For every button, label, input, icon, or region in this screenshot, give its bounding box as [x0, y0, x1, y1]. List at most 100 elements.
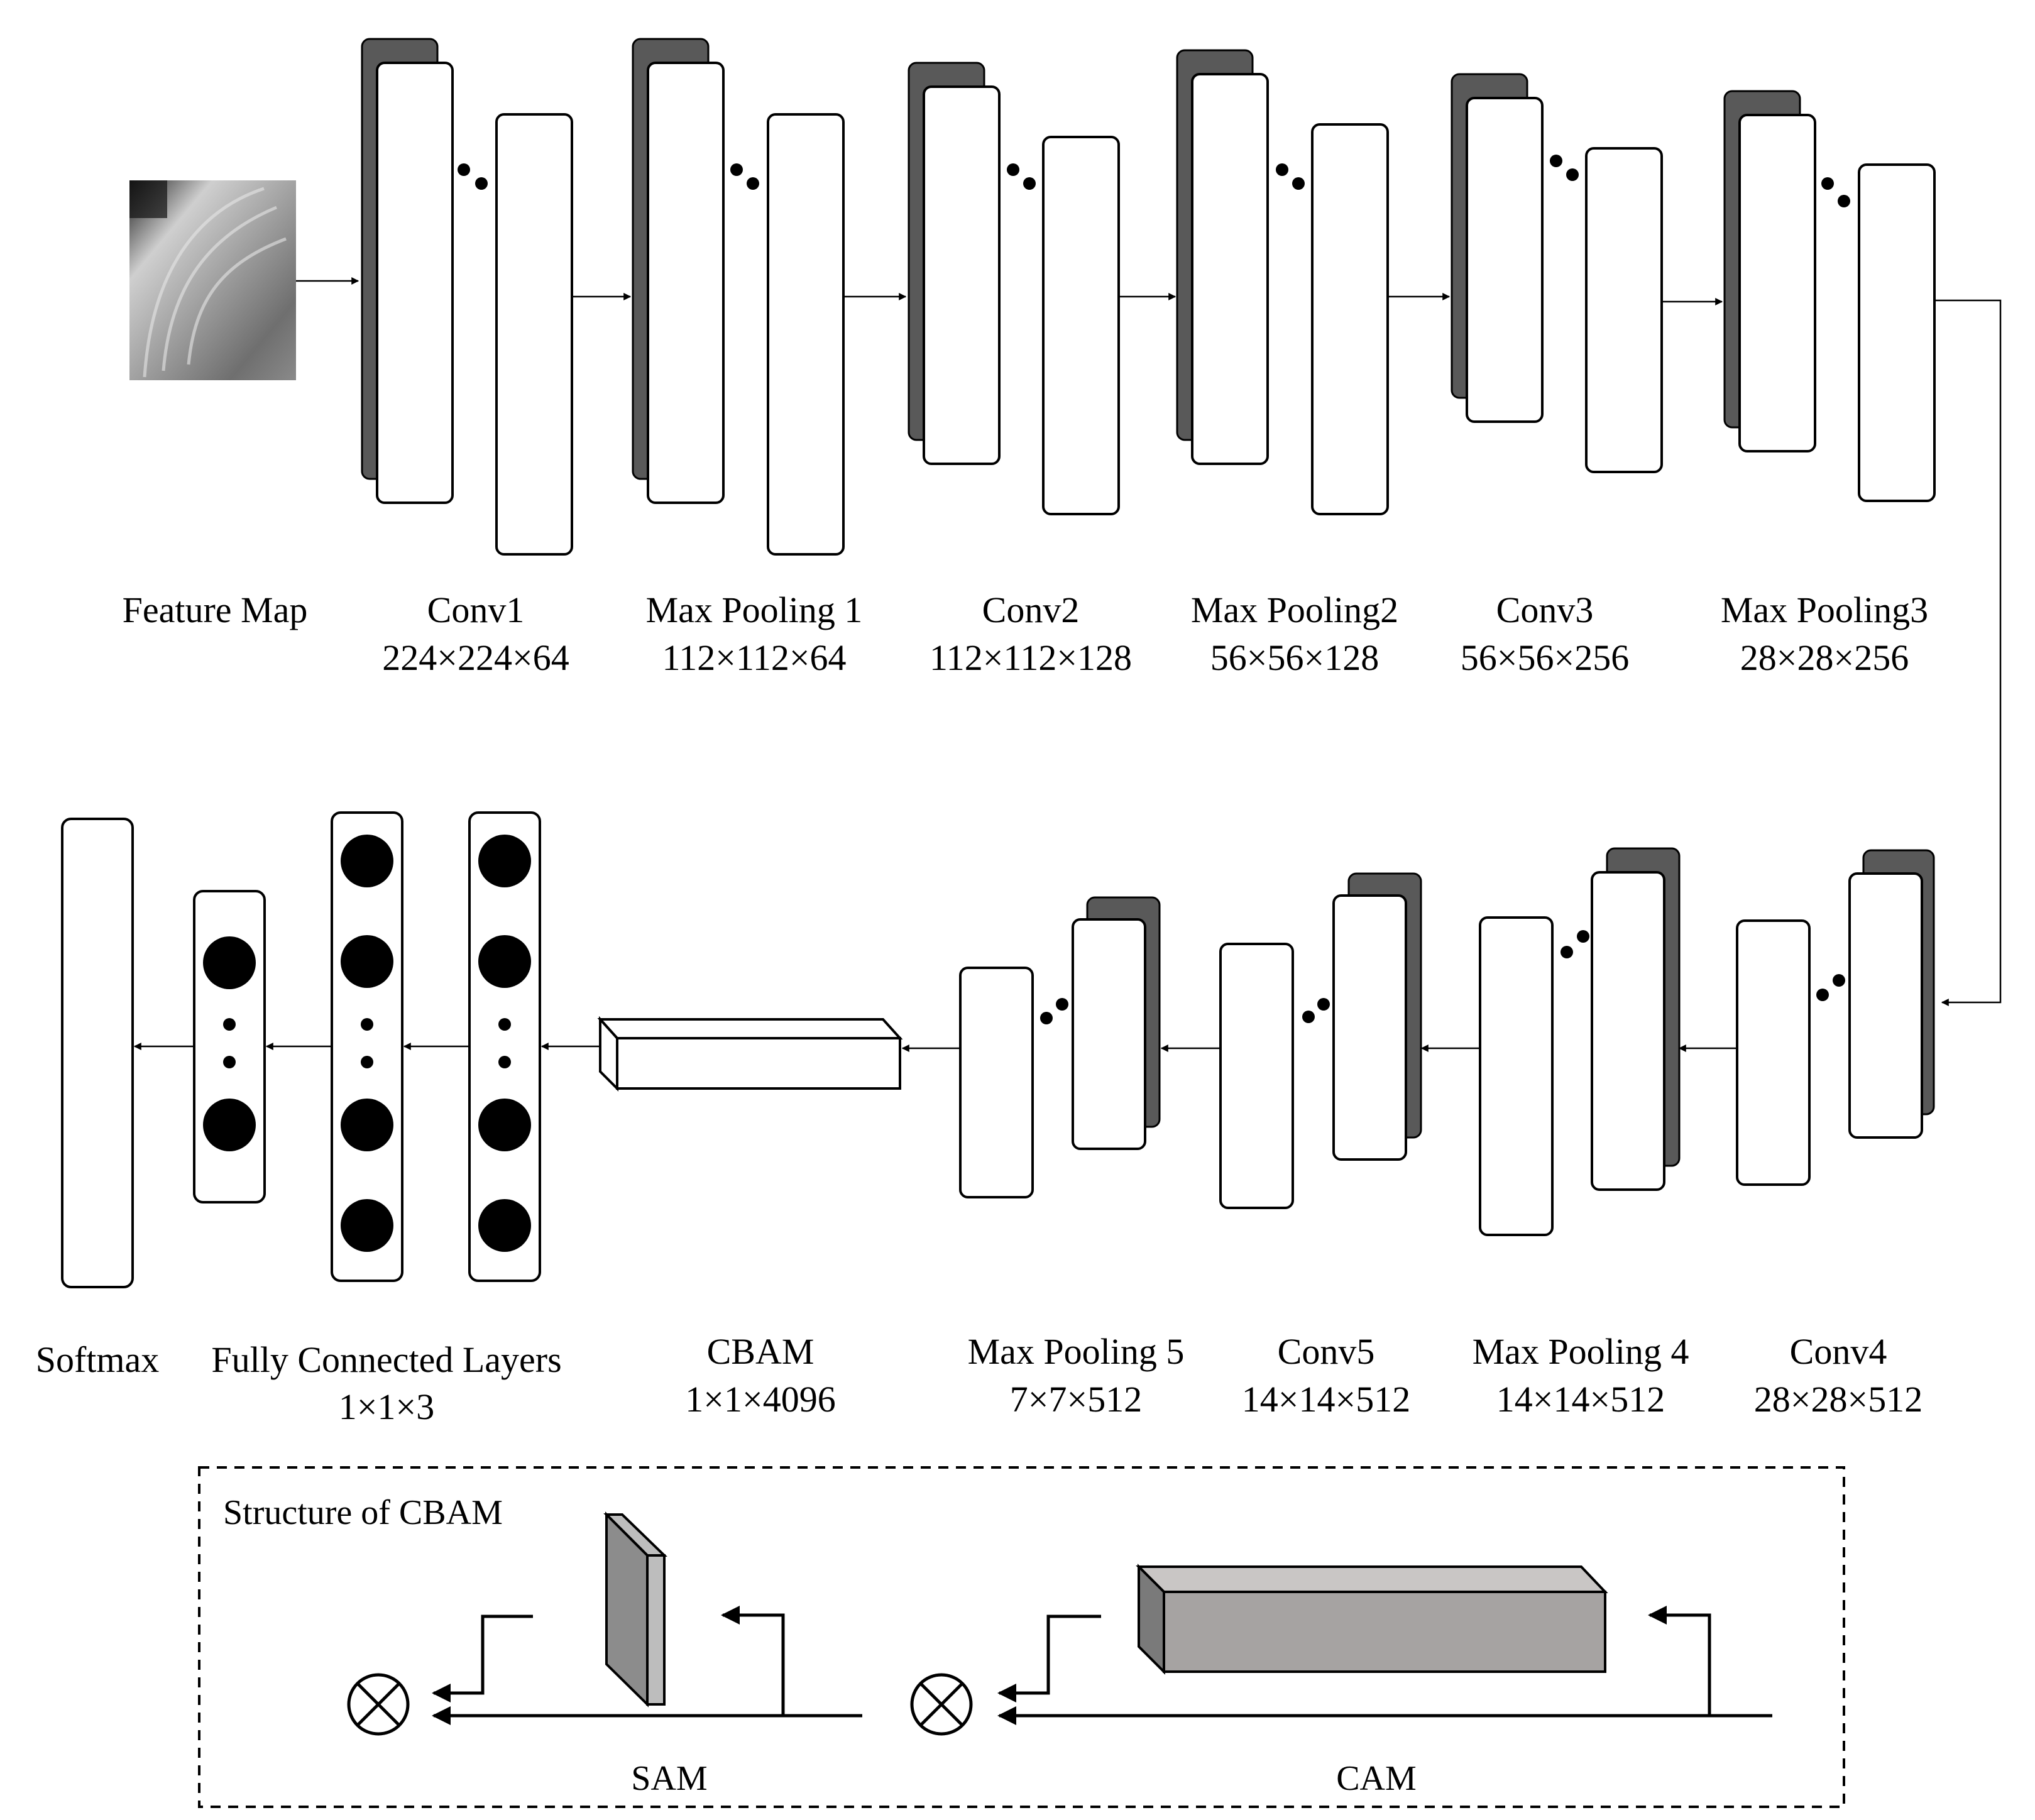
- fc3-neuron: [478, 835, 531, 887]
- maxpool2-dims: 56×56×128: [1210, 637, 1379, 678]
- conv5-ellipsis-dot: [1317, 998, 1330, 1011]
- cam-block: [1136, 1564, 1608, 1675]
- conv3-front-plate: [1466, 97, 1544, 423]
- sam-output-branch: [432, 1614, 533, 1702]
- maxpool4-ellipsis-dot: [1561, 946, 1573, 958]
- sam-input-branch: [721, 1606, 862, 1718]
- fc1-neuron: [203, 936, 256, 989]
- maxpool3-front-plate: [1738, 114, 1816, 452]
- maxpool5-ellipsis-dot: [1056, 998, 1068, 1011]
- fc2-neuron: [341, 1099, 393, 1151]
- layer-fc-1: [193, 890, 266, 1203]
- cam-output-branch: [997, 1614, 1101, 1702]
- conv5-front-plate: [1332, 894, 1407, 1161]
- cbam-dims: 1×1×4096: [685, 1379, 835, 1420]
- maxpool5-dims: 7×7×512: [1010, 1379, 1142, 1420]
- conv1-ellipsis-dot: [475, 177, 488, 190]
- maxpool5-input-plate: [959, 967, 1034, 1198]
- fc2-neuron: [341, 935, 393, 988]
- fc2-ellipsis-dot: [361, 1018, 373, 1031]
- maxpool3-name: Max Pooling3: [1721, 589, 1928, 630]
- conv4-front-plate: [1848, 872, 1923, 1139]
- fc3-ellipsis-dot: [498, 1018, 511, 1031]
- maxpool4-front-plate: [1591, 871, 1665, 1191]
- conv4-ellipsis-dot: [1833, 974, 1845, 987]
- cam-wiring: [997, 1606, 1772, 1725]
- conv2-output-plate: [1042, 136, 1120, 515]
- maxpool2-ellipsis-dot: [1276, 163, 1288, 176]
- fc2-neuron: [341, 835, 393, 887]
- layer-maxpool4: [1479, 847, 1681, 1236]
- conv5-dims: 14×14×512: [1242, 1379, 1410, 1420]
- bottom-row-labels: Softmax Fully Connected Layers 1×1×3 CBA…: [36, 1331, 1923, 1427]
- maxpool1-name: Max Pooling 1: [646, 589, 863, 630]
- sam-multiply-cross: [356, 1682, 400, 1726]
- conv4-name: Conv4: [1790, 1331, 1887, 1372]
- input-feature-map: [129, 180, 296, 380]
- maxpool2-output-plate: [1311, 123, 1389, 515]
- layer-maxpool1: [632, 38, 845, 556]
- maxpool2-name: Max Pooling2: [1191, 589, 1398, 630]
- layer-conv1: [361, 38, 573, 556]
- fc3-neuron: [478, 1199, 531, 1252]
- maxpool5-front-plate: [1072, 918, 1146, 1150]
- cbam-bar-top-face: [597, 1018, 903, 1039]
- conv5-ellipsis-dot: [1302, 1011, 1315, 1023]
- maxpool2-ellipsis-dot: [1292, 177, 1305, 190]
- top-row-connectors: [296, 277, 2002, 1006]
- conv4-dims: 28×28×512: [1754, 1379, 1923, 1420]
- softmax-name: Softmax: [36, 1339, 160, 1380]
- cam-block-top-face: [1136, 1565, 1608, 1593]
- sam-wiring: [432, 1606, 862, 1725]
- layer-cbam: [597, 1016, 903, 1092]
- maxpool5-name: Max Pooling 5: [968, 1331, 1185, 1372]
- conv5-input-plate: [1219, 943, 1294, 1209]
- conv2-dims: 112×112×128: [930, 637, 1132, 678]
- fc2-neuron: [341, 1199, 393, 1252]
- maxpool4-dims: 14×14×512: [1496, 1379, 1665, 1420]
- conv4-input-plate: [1736, 919, 1811, 1186]
- maxpool1-ellipsis-dot: [730, 163, 743, 176]
- cam-label: CAM: [1336, 1759, 1417, 1798]
- top-row-labels: Feature Map Conv1 224×224×64 Max Pooling…: [123, 589, 1929, 678]
- maxpool3-ellipsis-dot: [1821, 177, 1834, 190]
- fc3-neuron: [478, 935, 531, 988]
- conv3-ellipsis-dot: [1550, 155, 1562, 167]
- conv3-name: Conv3: [1496, 589, 1594, 630]
- conv1-ellipsis-dot: [458, 163, 470, 176]
- layer-conv2: [908, 62, 1120, 515]
- arrow-maxpool3-to-conv4: [1934, 299, 2002, 1006]
- layer-conv5: [1219, 872, 1422, 1209]
- layer-conv4: [1736, 849, 1935, 1186]
- conv1-dims: 224×224×64: [382, 637, 569, 678]
- fc3-ellipsis-dot: [498, 1056, 511, 1068]
- layer-maxpool3: [1723, 90, 1936, 502]
- layer-maxpool5: [959, 896, 1161, 1198]
- conv2-name: Conv2: [982, 589, 1080, 630]
- fc1-neuron: [203, 1099, 256, 1151]
- conv3-ellipsis-dot: [1566, 168, 1579, 181]
- maxpool3-ellipsis-dot: [1838, 195, 1850, 207]
- cbam-structure-panel: Structure of CBAM SAM: [198, 1466, 1845, 1808]
- fc2-ellipsis-dot: [361, 1056, 373, 1068]
- maxpool2-front-plate: [1191, 73, 1269, 465]
- conv2-ellipsis-dot: [1023, 177, 1036, 190]
- fc-dims: 1×1×3: [339, 1386, 434, 1427]
- maxpool4-name: Max Pooling 4: [1473, 1331, 1689, 1372]
- maxpool4-ellipsis-dot: [1577, 930, 1589, 943]
- layer-fc-3: [468, 811, 541, 1282]
- conv2-front-plate: [923, 85, 1001, 465]
- bottom-row-connectors: [133, 1043, 1737, 1052]
- maxpool4-input-plate: [1479, 916, 1554, 1236]
- dark-region: [129, 180, 167, 218]
- cbam-structure-frame: [198, 1466, 1845, 1808]
- cam-input-branch: [1648, 1606, 1772, 1718]
- maxpool3-dims: 28×28×256: [1740, 637, 1909, 678]
- fc1-ellipsis-dot: [223, 1056, 236, 1068]
- fc1-ellipsis-dot: [223, 1018, 236, 1031]
- sam-multiply-node: [347, 1673, 410, 1736]
- maxpool1-output-plate: [767, 113, 845, 556]
- maxpool1-ellipsis-dot: [747, 177, 759, 190]
- cam-block-front-face: [1163, 1591, 1606, 1673]
